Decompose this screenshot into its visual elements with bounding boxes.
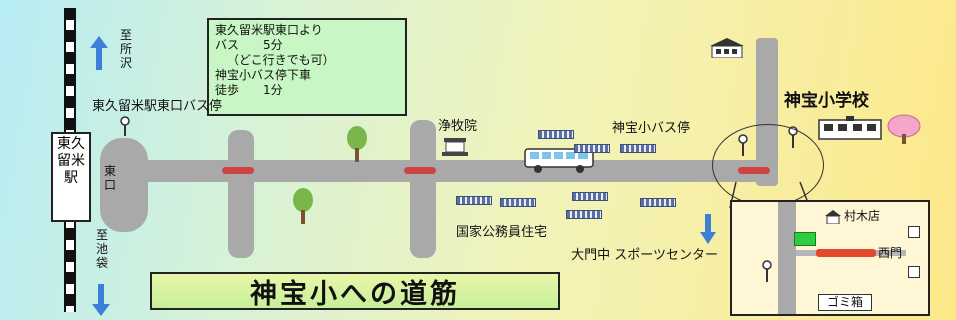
directions-line: 神宝小バス停下車 [215, 68, 312, 82]
west-gate-label: 西門 [878, 246, 903, 260]
temple-icon [442, 138, 468, 156]
housing-block [640, 198, 676, 207]
crosswalk-mark-2 [404, 167, 436, 174]
side-road-2 [410, 120, 436, 258]
housing-block [500, 198, 536, 207]
housing-block [566, 210, 602, 219]
housing-block [574, 144, 610, 153]
station-name: 東久留米駅 [51, 132, 91, 222]
directions-box: 東久留米駅東口より バス 5分 （どこ行きでも可） 神宝小バス停下車 徒歩 1分 [207, 18, 407, 116]
bus-stop-icon [120, 116, 130, 136]
bus-stop-green [794, 232, 816, 246]
page-title: 神宝小への道筋 [150, 272, 560, 310]
inset-map: 村木店 西門 ゴミ箱 [730, 200, 930, 316]
trash-label: ゴミ箱 [818, 294, 873, 311]
housing-block [620, 144, 656, 153]
directions-line: （どこ行きでも可） [227, 53, 335, 67]
housing-block [572, 192, 608, 201]
housing-block [456, 196, 492, 205]
south-direction-label: 至池袋 [95, 228, 108, 270]
shop-icon [825, 210, 841, 224]
north-direction-label: 至所沢 [119, 28, 132, 70]
school-bus-stop-label: 神宝小バス停 [612, 121, 691, 136]
arrow-up-icon [90, 36, 108, 70]
school-label: 神宝小学校 [784, 91, 869, 111]
arrow-down-icon [92, 284, 110, 316]
tree-icon [347, 126, 367, 162]
school-building-icon [818, 116, 882, 140]
directions-line: 東久留米駅東口より [215, 23, 323, 37]
square-marker [908, 226, 920, 238]
crosswalk-mark-1 [222, 167, 254, 174]
inset-road-vertical [778, 202, 796, 314]
bus-stop-east-label: 東久留米駅東口バス停 [92, 99, 223, 114]
tree-icon [293, 188, 313, 224]
side-road-1 [228, 130, 254, 258]
directions-line: バス 5分 [215, 38, 283, 52]
house-icon [710, 38, 744, 58]
directions-line: 徒歩 1分 [215, 83, 283, 97]
bus-icon [524, 148, 594, 173]
east-exit-label: 東口 [103, 164, 116, 192]
temple-label: 浄牧院 [438, 119, 478, 134]
shop-label: 村木店 [844, 209, 881, 223]
inset-bus-stop-icon [762, 260, 772, 282]
housing-block [538, 130, 574, 139]
cherry-tree-icon [887, 114, 921, 144]
square-marker [908, 266, 920, 278]
station-plaza [100, 138, 148, 232]
arrow-down-icon [700, 214, 716, 244]
route-arrow [816, 249, 876, 257]
housing-label: 国家公務員住宅 [456, 225, 548, 240]
sports-center-label: 大門中 スポーツセンター [571, 248, 718, 263]
